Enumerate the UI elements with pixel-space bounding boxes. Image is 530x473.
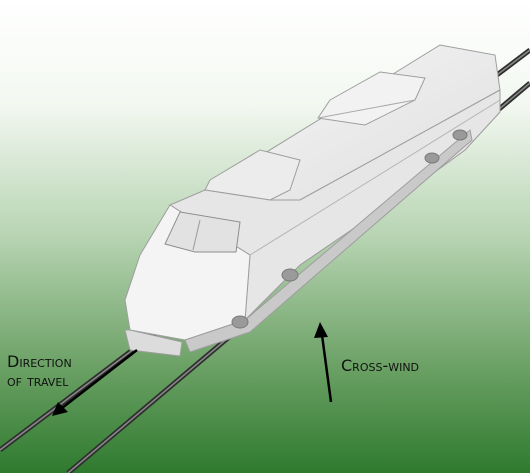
direction-label-line1: Direction [7,352,72,371]
direction-label-line2: of travel [7,371,69,391]
direction-arrow [52,349,138,416]
train-illustration [124,44,501,357]
crosswind-label: Cross-wind [341,356,420,375]
crosswind-arrow [314,322,333,403]
direction-of-travel-label: Direction of travel [7,352,72,390]
